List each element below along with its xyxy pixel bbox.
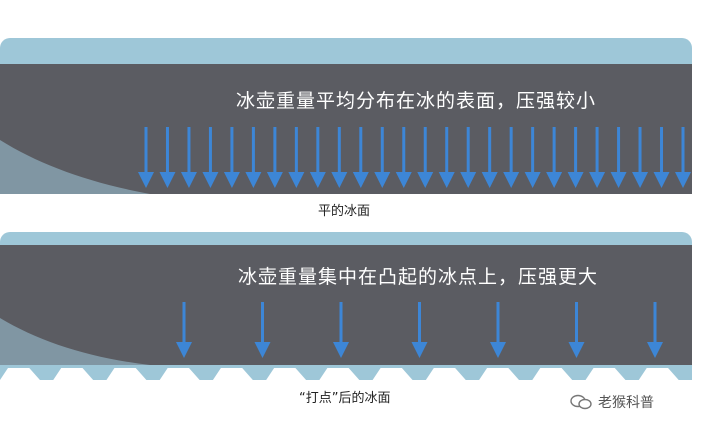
- pressure-arrow-bottom-3: [333, 302, 349, 358]
- top-headline: 冰壶重量平均分布在冰的表面，压强较小: [236, 90, 597, 112]
- pressure-arrow-bottom-7: [647, 302, 663, 358]
- pressure-arrow-top-8: [288, 127, 305, 188]
- pressure-arrow-top-1: [138, 127, 154, 188]
- pressure-arrow-top-20: [546, 127, 563, 188]
- top-caption: 平的冰面: [318, 204, 371, 219]
- pressure-arrow-top-11: [352, 127, 369, 188]
- pressure-arrow-top-7: [266, 127, 283, 188]
- pressure-arrow-top-14: [417, 127, 434, 188]
- bottom-arrow-group: [176, 302, 663, 358]
- bumpy-ice-surface: [0, 368, 692, 422]
- pressure-arrow-top-26: [675, 127, 691, 188]
- bottom-headline: 冰壶重量集中在凸起的冰点上，压强更大: [238, 266, 599, 288]
- bottom-caption: “打点”后的冰面: [299, 391, 391, 406]
- top-stone-curve: [0, 64, 150, 194]
- pressure-arrow-top-2: [159, 127, 176, 188]
- pressure-arrow-top-5: [223, 127, 240, 188]
- pressure-arrow-top-24: [632, 127, 649, 188]
- pressure-arrow-top-16: [460, 127, 477, 188]
- pressure-arrow-bottom-1: [176, 302, 192, 358]
- pressure-arrow-top-19: [524, 127, 541, 188]
- pressure-arrow-top-13: [395, 127, 412, 188]
- flat-ice-surface: [0, 194, 692, 220]
- watermark: 老猴科普: [570, 392, 654, 412]
- pressure-arrow-top-3: [180, 127, 197, 188]
- pressure-arrow-top-4: [202, 127, 219, 188]
- pressure-arrow-top-18: [503, 127, 520, 188]
- pressure-arrow-top-17: [481, 127, 498, 188]
- bottom-panel: [0, 232, 692, 422]
- pressure-arrow-top-25: [653, 127, 670, 188]
- watermark-text: 老猴科普: [598, 395, 654, 411]
- pressure-arrow-top-12: [374, 127, 391, 188]
- top-panel: [0, 38, 692, 220]
- pressure-arrow-bottom-6: [568, 302, 585, 358]
- top-arrow-group: [138, 127, 691, 188]
- pressure-arrow-top-22: [589, 127, 606, 188]
- pressure-arrow-bottom-5: [490, 302, 506, 358]
- pressure-arrow-top-23: [610, 127, 627, 188]
- bottom-stone-curve: [0, 245, 150, 365]
- pressure-arrow-bottom-4: [411, 302, 428, 358]
- pressure-arrow-top-9: [309, 127, 326, 188]
- pressure-arrow-top-21: [567, 127, 584, 188]
- pressure-arrow-top-10: [331, 127, 348, 188]
- pressure-arrow-bottom-2: [254, 302, 271, 358]
- wechat-icon: [570, 394, 592, 410]
- pressure-arrow-top-6: [245, 127, 262, 188]
- pressure-arrow-top-15: [438, 127, 455, 188]
